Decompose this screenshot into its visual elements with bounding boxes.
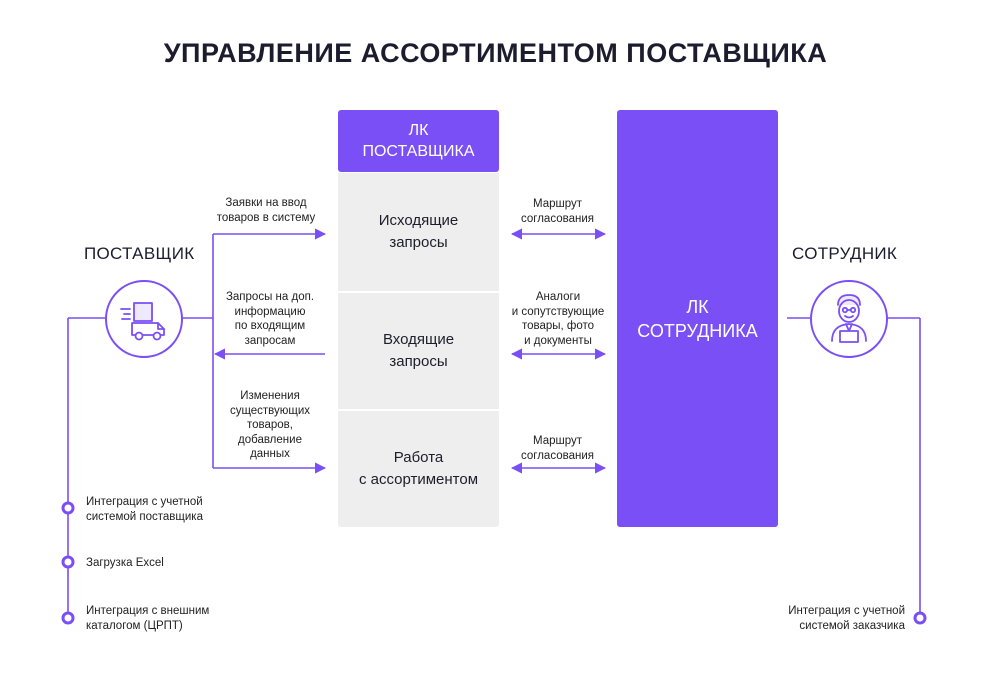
section-label: Работа <box>393 449 444 466</box>
flow-label-requests-entry: Заявки на ввод товаров в систему <box>211 196 321 225</box>
integration-label-line: Интеграция с внешним <box>86 605 210 617</box>
employee-portal: ЛК СОТРУДНИКА <box>617 110 778 527</box>
section-incoming-requests: Входящие запросы <box>338 293 499 411</box>
integration-node-2 <box>61 555 75 569</box>
flow-label-line: данных <box>250 448 290 460</box>
diagram-title: УПРАВЛЕНИЕ АССОРТИМЕНТОМ ПОСТАВЩИКА <box>163 38 828 68</box>
integration-label-line: каталогом (ЦРПТ) <box>86 619 183 632</box>
flow-label-line: Изменения <box>240 390 300 402</box>
section-label: с ассортиментом <box>358 471 479 488</box>
flow-label-line: согласования <box>521 449 594 462</box>
integration-label-line: системой заказчика <box>799 619 905 632</box>
section-outgoing-requests: Исходящие запросы <box>338 173 499 293</box>
section-label: запросы <box>389 353 448 370</box>
integration-node-1 <box>61 501 75 515</box>
flow-label-line: запросам <box>244 334 296 347</box>
flow-label-line: согласования <box>521 212 594 225</box>
section-assortment-work: Работа с ассортиментом <box>338 411 499 527</box>
supplier-portal-sections: Исходящие запросы Входящие запросы Работа с… <box>338 173 499 527</box>
employee-at-laptop-icon <box>810 280 888 358</box>
flow-label-changes: Изменения существующих товаров, добавлен… <box>215 389 325 462</box>
integration-excel-upload: Загрузка Excel <box>86 556 164 571</box>
flow-label-route-2: Маршрут согласования <box>505 434 610 463</box>
section-label: Исходящие <box>378 212 459 229</box>
flow-label-line: товаров, <box>246 419 293 431</box>
integration-supplier-system: Интеграция с учетной системой поставщика <box>86 495 203 524</box>
flow-label-analogs: Аналоги и сопутствующие товары, фото и д… <box>503 290 613 348</box>
supplier-portal-line2: ПОСТАВЩИКА <box>362 143 475 160</box>
supplier-label: ПОСТАВЩИК <box>84 244 195 263</box>
employee-portal-line1: ЛК <box>686 296 709 317</box>
flow-label-line: по входящим <box>234 320 306 332</box>
flow-label-line: Маршрут <box>532 198 582 210</box>
section-label: Входящие <box>382 331 455 348</box>
flow-label-line: Аналоги <box>535 291 581 303</box>
integration-customer-system: Интеграция с учетной системой заказчика <box>770 604 905 633</box>
flow-label-line: информацию <box>234 305 306 318</box>
flow-label-line: товары, фото <box>521 320 595 332</box>
flow-label-line: существующих <box>229 404 311 417</box>
integration-label-line: Интеграция с учетной <box>788 605 905 617</box>
flow-label-line: и сопутствующие <box>511 305 605 318</box>
supplier-portal-line1: ЛК <box>408 122 429 139</box>
flow-label-line: Запросы на доп. <box>225 291 315 303</box>
employee-label: СОТРУДНИК <box>792 244 898 263</box>
customer-integration-node <box>913 611 927 625</box>
flow-label-info-requests: Запросы на доп. информацию по входящим з… <box>215 290 325 348</box>
flow-label-route-1: Маршрут согласования <box>505 197 610 226</box>
employee-portal-line2: СОТРУДНИКА <box>637 320 758 341</box>
flow-label-line: Заявки на ввод <box>225 197 307 209</box>
flow-label-line: добавление <box>238 433 302 446</box>
integration-external-catalog: Интеграция с внешним каталогом (ЦРПТ) <box>86 604 209 633</box>
flow-label-line: и документы <box>524 334 592 347</box>
integration-label-line: Загрузка Excel <box>86 557 164 569</box>
flow-label-line: Маршрут <box>532 435 582 447</box>
integration-label-line: системой поставщика <box>86 510 203 523</box>
supplier-portal-header: ЛК ПОСТАВЩИКА <box>338 110 499 172</box>
integration-label-line: Интеграция с учетной <box>86 496 203 508</box>
truck-icon <box>105 280 183 358</box>
flow-label-line: товаров в систему <box>216 211 316 224</box>
integration-node-3 <box>61 611 75 625</box>
section-label: запросы <box>389 234 448 251</box>
